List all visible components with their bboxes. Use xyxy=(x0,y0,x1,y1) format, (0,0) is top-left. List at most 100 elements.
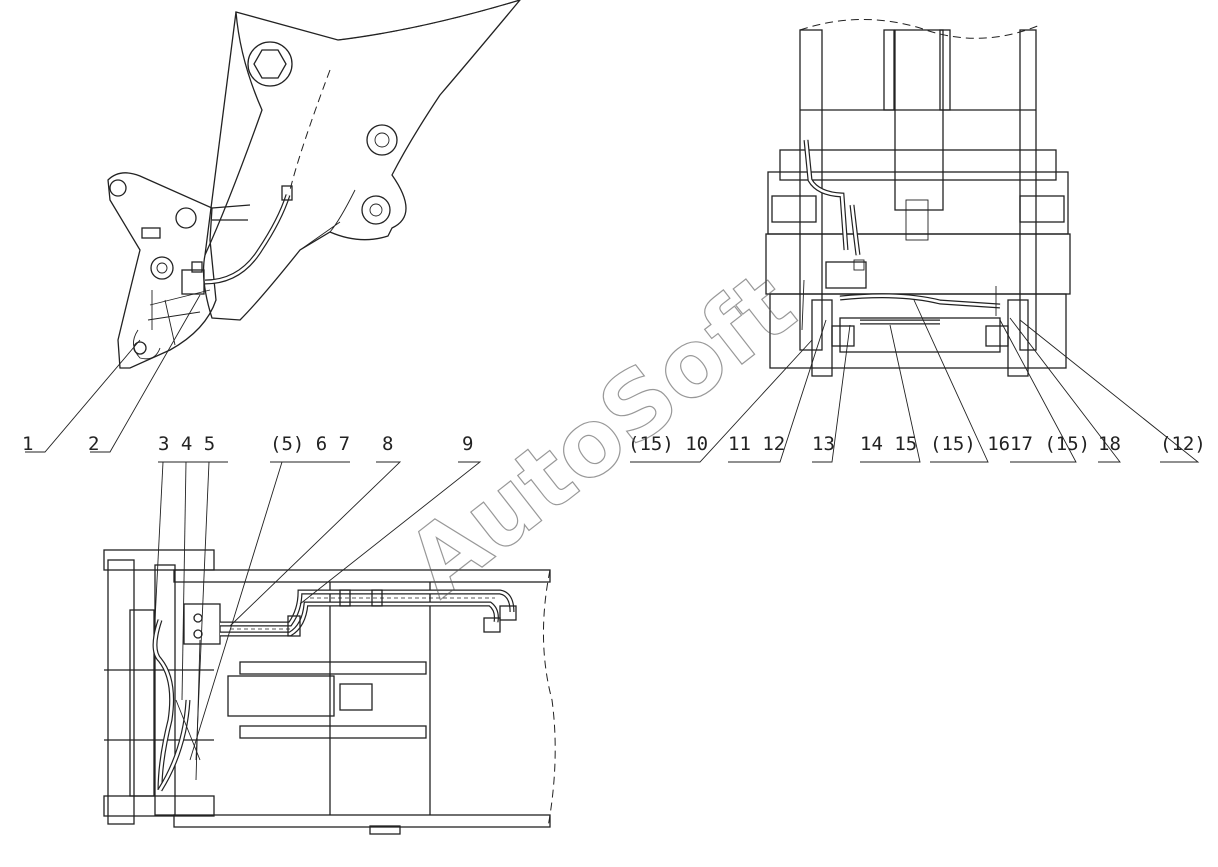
lower-fitting-cap xyxy=(133,341,147,355)
front-clamp-left xyxy=(831,325,855,347)
label-2: 2 xyxy=(88,433,99,455)
boom-pivot xyxy=(247,41,293,87)
label-13: 13 xyxy=(812,433,835,455)
leader-11-12 xyxy=(728,319,827,463)
top-valve-port-b xyxy=(193,629,203,639)
leader-5 xyxy=(195,461,210,761)
top-link-pin xyxy=(339,683,373,711)
boom-bolt-hex xyxy=(253,49,287,79)
top-fitting-elbow xyxy=(287,615,301,637)
label-3-4-5: 3 4 5 xyxy=(158,433,215,455)
top-clamp-a xyxy=(339,589,351,607)
callout-labels: 1 2 3 4 5 (5) 6 7 8 9 (15) 10 11 12 13 1… xyxy=(22,433,1206,455)
top-hose-loop xyxy=(152,619,175,791)
bracket-pin-low xyxy=(150,256,174,280)
crossbar xyxy=(211,204,251,221)
leader-15-10 xyxy=(630,339,813,463)
front-frame-base xyxy=(769,293,1067,369)
front-cylinder-cap-left xyxy=(771,195,817,223)
label-9: 9 xyxy=(462,433,473,455)
label-8: 8 xyxy=(382,433,393,455)
leader-18 xyxy=(1009,317,1121,463)
label-12-ref: (12) xyxy=(1160,433,1206,455)
top-valve-port-a xyxy=(193,613,203,623)
top-bar-upper xyxy=(103,549,215,571)
bracket-pin-mid xyxy=(175,207,197,229)
top-hose-centerline xyxy=(230,597,495,630)
label-1: 1 xyxy=(22,433,33,455)
top-fitting-end-b xyxy=(483,617,501,633)
bracket-slot xyxy=(141,227,161,239)
top-view xyxy=(103,461,556,835)
top-bar-lower xyxy=(103,795,215,817)
front-lower-crossbar xyxy=(839,317,1001,353)
label-14-15: 14 15 xyxy=(860,433,917,455)
top-link-body xyxy=(227,675,335,717)
valve-port xyxy=(191,261,203,273)
front-center-column xyxy=(894,29,944,211)
label-5-6-7: (5) 6 7 xyxy=(270,433,350,455)
lower-fitting xyxy=(133,329,161,360)
top-link-upper xyxy=(239,661,427,675)
top-hose-main-core xyxy=(220,590,514,626)
label-15-16: (15) 16 xyxy=(930,433,1010,455)
front-upright-b xyxy=(939,29,951,111)
label-18: 18 xyxy=(1098,433,1121,455)
front-frame-lower xyxy=(765,233,1071,295)
top-foot xyxy=(369,825,401,835)
front-hose-cross-core xyxy=(839,294,1001,308)
boom-center-line xyxy=(289,69,331,191)
leader-13 xyxy=(812,324,851,463)
leader-17-15 xyxy=(999,319,1077,463)
front-cylinder-cap-right xyxy=(1019,195,1065,223)
leader-3 xyxy=(154,461,164,621)
top-hose-second-core xyxy=(220,602,498,636)
leader-8 xyxy=(229,461,402,627)
top-clamp-b xyxy=(371,589,383,607)
front-valve-port xyxy=(853,259,865,271)
front-hose-left-core xyxy=(804,139,848,251)
side-view xyxy=(25,0,521,453)
leader-14-15 xyxy=(860,324,921,463)
top-side-plate xyxy=(154,564,176,816)
boom-pin-upper-inner xyxy=(374,132,390,148)
boom-pin-lower xyxy=(361,195,391,225)
front-view xyxy=(630,19,1200,463)
boom-arm xyxy=(202,0,521,321)
top-long-rail-bottom xyxy=(173,814,551,828)
front-small-rods xyxy=(801,279,997,331)
lower-lines xyxy=(147,289,211,346)
front-valve-block xyxy=(825,261,867,289)
leader-1 xyxy=(25,339,141,453)
boom-pin-upper xyxy=(366,124,398,156)
boom-pin-lower-inner xyxy=(369,203,383,217)
front-break-line xyxy=(799,19,1041,39)
leader-2 xyxy=(90,294,201,453)
top-cylinder xyxy=(129,609,155,797)
top-fitting-end-a xyxy=(499,605,517,621)
front-hose-mid-core xyxy=(850,204,860,256)
boom-break-line xyxy=(337,0,521,41)
front-center-slot xyxy=(905,199,929,241)
front-bar-top xyxy=(779,149,1057,181)
hose-side-core xyxy=(204,194,290,284)
hose-fitting-top xyxy=(281,185,293,201)
top-left-frame xyxy=(107,559,135,825)
leader-9 xyxy=(299,461,482,605)
top-hose-loop-core xyxy=(153,619,173,791)
label-15-10: (15) 10 xyxy=(628,433,708,455)
bracket-pin-top xyxy=(109,179,127,197)
top-long-rail-top xyxy=(173,569,551,583)
leader-5-7 xyxy=(189,461,350,761)
leader-4 xyxy=(181,461,187,701)
label-11-12: 11 12 xyxy=(728,433,785,455)
boom-link xyxy=(299,189,356,251)
label-17-15: 17 (15) xyxy=(1010,433,1090,455)
bracket-pin-low-inner xyxy=(156,262,168,274)
leader-15-16 xyxy=(913,299,989,463)
top-break-line xyxy=(543,569,556,828)
leader-12 xyxy=(1019,319,1200,463)
front-clamp-right xyxy=(985,325,1009,347)
